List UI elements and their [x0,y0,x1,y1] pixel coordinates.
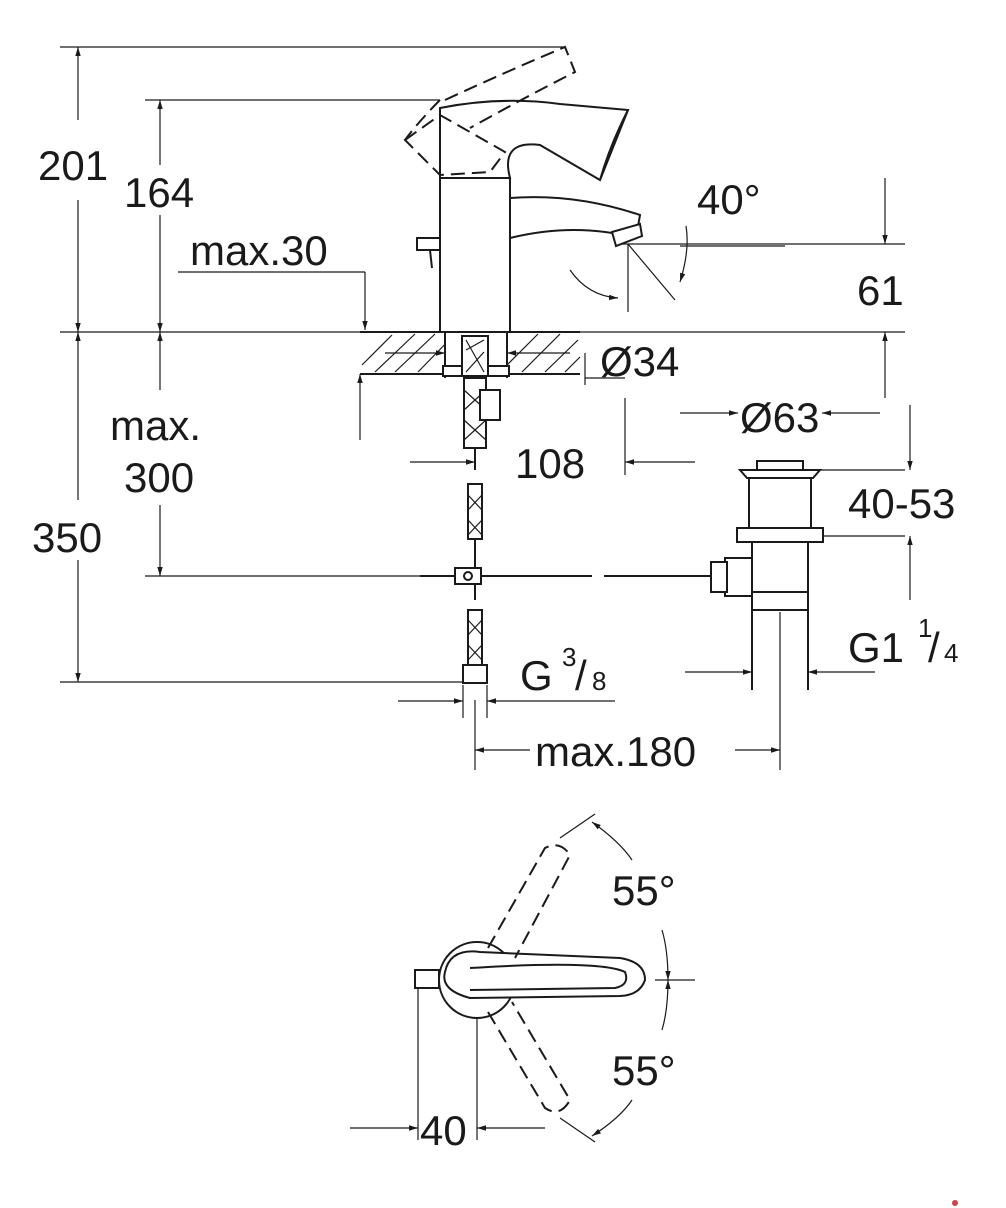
label-angle-lower: 55° [612,1047,676,1094]
side-view: 201 164 max.30 350 max. 300 [32,45,958,775]
dim-164: 164 [124,100,194,332]
waste-valve [710,460,824,690]
lever-top [443,950,647,1000]
dim-diameter-34: Ø34 [385,338,679,385]
lever-right-position [487,1001,572,1113]
dim-40-53: 40-53 [848,405,955,600]
label-300: 300 [124,454,194,501]
label-40-53: 40-53 [848,480,955,527]
label-max-180: max.180 [535,728,696,775]
label-61: 61 [857,267,904,314]
label-40-degree: 40° [697,176,761,223]
dim-diameter-63: Ø63 [680,394,880,441]
label-g1-numerator: 1 [918,613,932,643]
dim-max-300: max. 300 [110,332,201,576]
label-diameter-34: Ø34 [600,338,679,385]
label-g: G [520,652,553,699]
lever-handle [439,99,630,182]
label-max-30: max.30 [190,227,328,274]
faucet-spout [509,196,644,248]
label-40: 40 [420,1107,467,1154]
supply-hose [461,335,501,684]
label-164: 164 [124,169,194,216]
label-max: max. [110,402,201,449]
dim-max-30: max.30 [190,227,368,440]
top-view: 55° 55° 40 [350,813,695,1154]
dim-350: 350 [32,332,102,682]
fraction-slash: / [928,624,940,671]
faucet-body [416,156,511,333]
label-g1: G1 [848,624,904,671]
label-g-denominator: 8 [592,666,606,696]
lever-left-position [487,844,572,959]
popup-knob [414,969,440,989]
dim-max-180: max.180 [475,728,780,775]
fraction-slash: / [575,652,587,699]
angle-arcs: 55° 55° [559,813,695,1143]
dim-201: 201 [38,47,108,332]
dim-g1-quarter: G1 1 / 4 [685,613,958,675]
label-g1-denominator: 4 [944,638,958,668]
dim-g-3-8: G 3 / 8 [398,642,615,718]
label-g-numerator: 3 [562,642,576,672]
lever-raised-outline [403,45,577,177]
label-350: 350 [32,514,102,561]
label-108: 108 [515,440,585,487]
dim-61: 61 [857,178,904,398]
popup-rod [420,567,715,585]
label-angle-upper: 55° [612,867,676,914]
dim-angle-40: 40° [569,176,761,312]
dim-40-offset: 40 [350,988,545,1154]
dim-108: 108 [410,440,695,487]
label-diameter-63: Ø63 [740,394,819,441]
label-201: 201 [38,142,108,189]
corner-watermark [952,1200,958,1206]
